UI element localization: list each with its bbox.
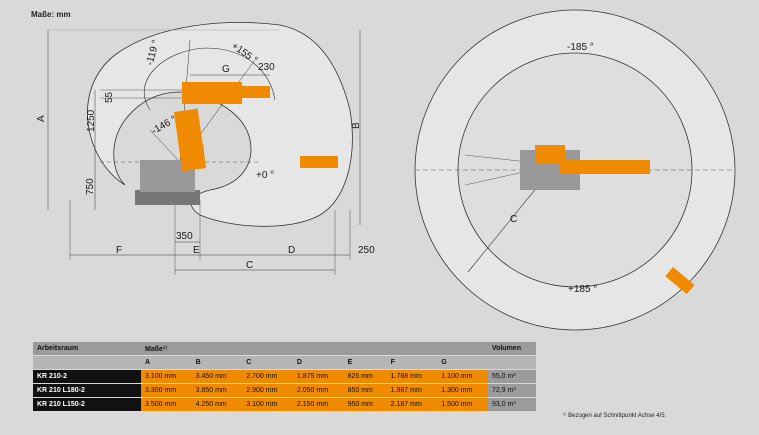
col-a: A [141,355,192,370]
col-g: G [437,355,488,370]
angle-plus-0: +0 ° [256,170,274,181]
table-row: KR 210 L150-2 3.500 mm 4.250 mm 3.100 mm… [33,397,536,412]
dim-b: B [351,122,362,129]
dim-d: D [288,245,295,256]
dim-1250: 1250 [86,109,97,132]
robot-tool-extended [300,156,338,168]
table-row: KR 210 L180-2 3.300 mm 3.850 mm 2.900 mm… [33,383,536,398]
dim-f: F [116,245,122,256]
col-f: F [386,355,438,370]
table-head-dims: Maße¹⁾ [141,342,488,356]
table-row: KR 210-2 3.100 mm 3.450 mm 2.700 mm 1.87… [33,369,536,384]
robot-upper-arm [182,82,242,104]
col-b: B [191,355,243,370]
col-c: C [242,355,293,370]
dim-55: 55 [104,91,115,103]
dim-a: A [36,115,47,122]
robot-top-tool-rotated [665,266,695,295]
footnote: ¹⁾ Bezogen auf Schnittpunkt Achse 4/5. [563,413,667,419]
table-head-workspace: Arbeitsraum [33,342,141,356]
side-view [47,22,361,275]
angle-plus-185: +185 ° [568,284,597,295]
col-e: E [343,355,387,370]
dim-c: C [246,260,253,271]
dim-230: 230 [258,62,275,73]
robot-base [135,190,200,205]
top-dim-c: C [510,214,517,225]
dim-g: G [222,64,230,75]
dim-250: 250 [358,245,375,256]
dim-350: 350 [176,231,193,242]
dim-e: E [193,245,200,256]
robot-top-arm [560,160,650,174]
col-d: D [292,355,344,370]
workspace-table: Arbeitsraum Maße¹⁾ Volumen A B C D E F G… [33,342,536,412]
dimension-unit-title: Maße: mm [31,10,71,19]
table-head-volume: Volumen [487,342,536,356]
top-view [414,9,736,331]
dim-750: 750 [85,178,96,195]
angle-minus-185: -185 ° [567,42,594,53]
